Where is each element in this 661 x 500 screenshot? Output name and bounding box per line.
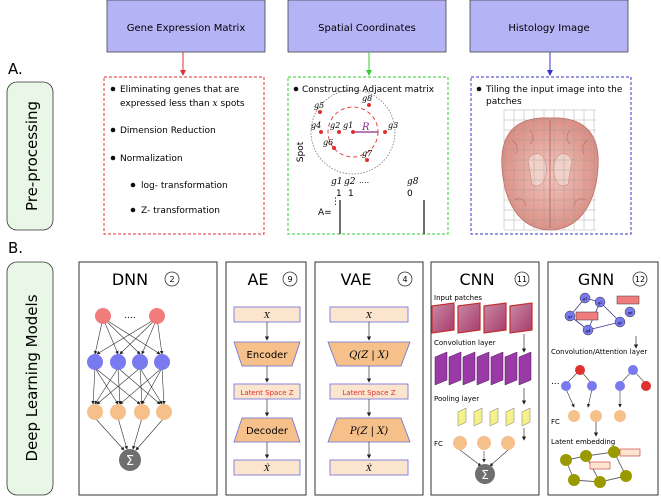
ae-encoder: Encoder <box>247 350 289 361</box>
ae-title: AE <box>247 270 268 289</box>
input-gene-expression: Gene Expression Matrix <box>106 0 266 53</box>
vdots: ⋮ <box>331 197 340 207</box>
spatial-bullet: Constructing Adjacent matrix <box>302 85 435 95</box>
dnn-panel: DNN 2 .... Σ <box>78 261 218 496</box>
dnn-sum: Σ <box>126 454 134 469</box>
ae-input: X <box>263 311 270 320</box>
col-g1: g1 <box>331 177 343 187</box>
g3-label: g3 <box>388 121 398 130</box>
preprocessing-label: Pre-processing <box>6 81 54 231</box>
g5-label: g5 <box>314 101 324 110</box>
gnn-n6: g6 <box>627 310 633 315</box>
gnn-n5: g5 <box>617 320 623 325</box>
val-8: 0 <box>407 189 413 199</box>
g1-label: g1 <box>343 121 353 130</box>
section-b-letter: B. <box>8 239 23 257</box>
input-histology-image: Histology Image <box>469 0 629 53</box>
input-spatial-coordinates: Spatial Coordinates <box>287 0 447 53</box>
dnn-dots: .... <box>124 311 135 321</box>
vae-output: X̂ <box>365 464 372 473</box>
vae-input: X <box>365 311 372 320</box>
gnn-fc: FC <box>551 418 560 426</box>
gene-sub-1: log- transformation <box>141 181 228 191</box>
radius-label: R <box>361 122 370 133</box>
gnn-latent: Latent embedding <box>551 438 615 446</box>
gene-preprocessing-box: Eliminating genes that are expressed les… <box>103 76 265 235</box>
gnn-n3: g3 <box>567 314 573 319</box>
cnn-pool-layer: Pooling layer <box>434 395 479 403</box>
gnn-title: GNN <box>578 270 614 289</box>
vae-count: 4 <box>402 275 407 284</box>
cnn-title: CNN <box>459 270 494 289</box>
vae-encoder: Q(Z | X) <box>349 350 389 361</box>
g2-label: g2 <box>330 121 340 130</box>
gnn-conv-att: Convolution/Attention layer <box>551 348 647 356</box>
dnn-title: DNN <box>112 270 148 289</box>
histology-line-2: patches <box>486 97 522 107</box>
spot-label: Spot <box>296 141 306 162</box>
gene-bullet-1a: Eliminating genes that are <box>120 85 240 95</box>
input-spatial-label: Spatial Coordinates <box>318 23 416 34</box>
cnn-conv-layer: Convolution layer <box>434 339 496 347</box>
deep-learning-text: Deep Learning Models <box>23 294 41 461</box>
gene-bullet-2: Dimension Reduction <box>120 126 216 136</box>
gene-bullet-3: Normalization <box>120 154 183 164</box>
ae-output: X̂ <box>263 464 270 473</box>
gnn-n2: g2 <box>597 300 603 305</box>
col-dots: .... <box>359 176 369 185</box>
cnn-sum: Σ <box>481 468 489 482</box>
input-histology-label: Histology Image <box>508 23 589 34</box>
dnn-count: 2 <box>169 275 174 284</box>
g7-label: g7 <box>362 149 373 158</box>
ae-latent: Latent Space Z <box>241 389 294 397</box>
cnn-conv-shapes <box>434 351 532 386</box>
g6-label: g6 <box>323 138 333 147</box>
cnn-input-patches-shapes <box>431 302 533 334</box>
val-1: 1 <box>336 189 342 199</box>
cnn-pool-shapes <box>457 407 531 427</box>
gene-sub-2: Z- transformation <box>141 206 220 216</box>
brain-image <box>501 109 599 231</box>
deep-learning-label: Deep Learning Models <box>6 261 54 496</box>
g8-label: g8 <box>362 94 372 103</box>
vae-title: VAE <box>341 270 372 289</box>
gnn-n4: g4 <box>585 328 591 333</box>
vae-latent: Latent Space Z <box>343 389 396 397</box>
histology-preprocessing-box: Tiling the input image into the patches <box>470 76 632 235</box>
preprocessing-text: Pre-processing <box>23 101 41 211</box>
cnn-fc: FC <box>434 440 443 448</box>
cnn-input-patches: Input patches <box>434 294 482 302</box>
spatial-preprocessing-box: Constructing Adjacent matrix Spot R g1 g… <box>287 76 449 235</box>
outer-dotted-circle <box>310 89 396 175</box>
histology-line-1: Tiling the input image into the <box>485 85 623 95</box>
vae-panel: VAE 4 X Q(Z | X) Latent Space Z P(Z | X)… <box>314 261 424 496</box>
gnn-n1: g1 <box>582 296 587 301</box>
g4-label: g4 <box>311 121 321 130</box>
col-g2: g2 <box>344 177 356 187</box>
cnn-panel: CNN 11 Input patches Convolution layer P… <box>430 261 540 496</box>
val-2: 1 <box>348 189 354 199</box>
gene-bullet-1b: expressed less than x spots <box>120 99 245 109</box>
gnn-dots: ... <box>551 377 560 387</box>
ae-panel: AE 9 X Encoder Latent Space Z Decoder X̂ <box>225 261 307 496</box>
ae-count: 9 <box>287 275 292 284</box>
ae-decoder: Decoder <box>246 426 289 437</box>
gnn-count: 12 <box>635 275 645 284</box>
gnn-panel: GNN 12 g1 g2 g3 g4 g5 g6 Convolution/Att… <box>547 261 659 496</box>
a-equals: A= <box>318 208 332 218</box>
vae-decoder: P(Z | X) <box>349 426 388 437</box>
input-gene-label: Gene Expression Matrix <box>127 23 246 34</box>
col-g8: g8 <box>407 177 419 187</box>
section-a-letter: A. <box>8 60 23 78</box>
cnn-count: 11 <box>517 275 527 284</box>
